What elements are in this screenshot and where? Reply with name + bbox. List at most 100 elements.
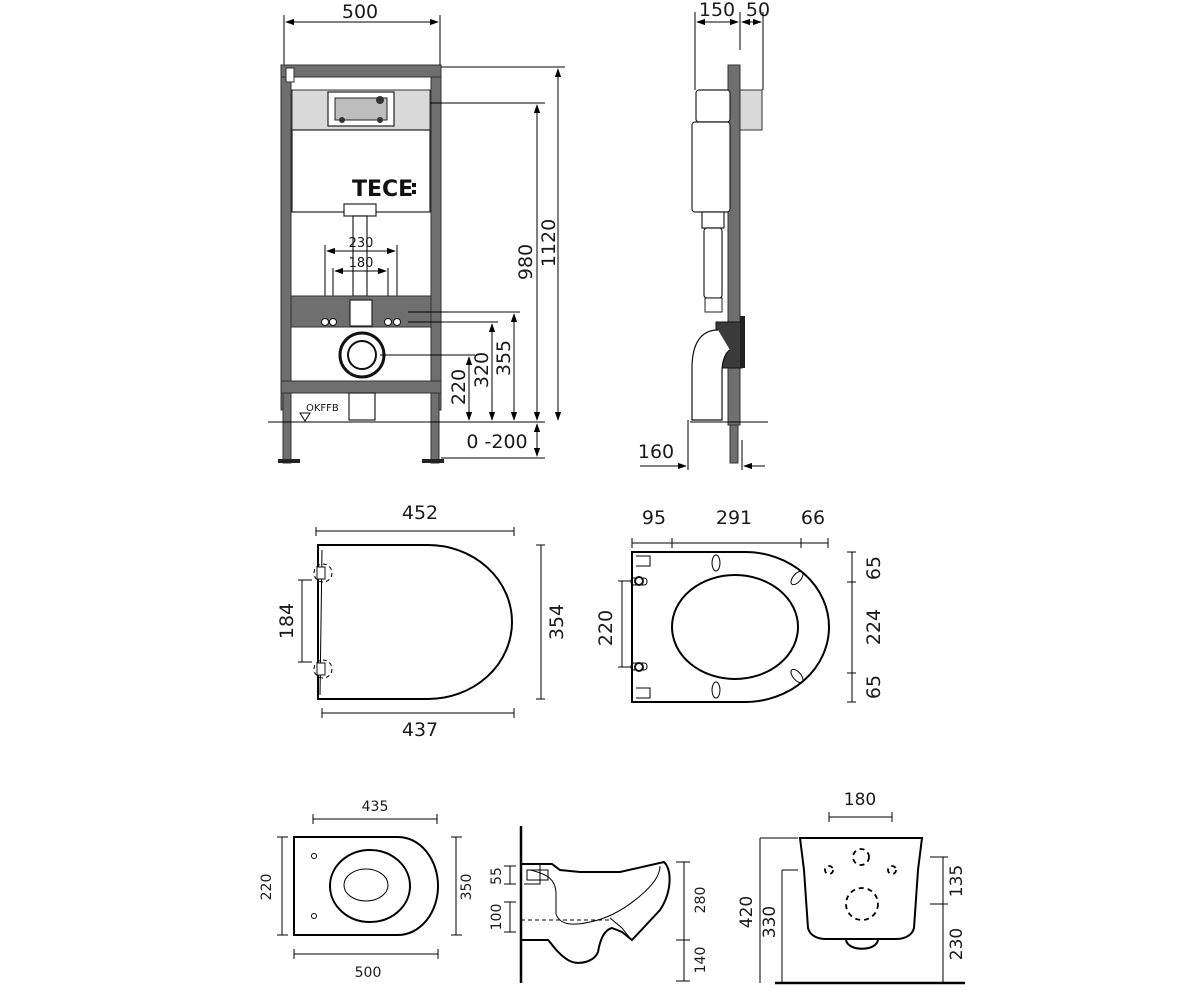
foot-plate [278, 459, 300, 463]
dim-500-bowl-label: 500 [355, 965, 382, 981]
front-view: 500 TECE 230 180 [268, 1, 565, 464]
dim-100-label: 100 [489, 904, 505, 931]
dim-135-label: 135 [947, 865, 967, 897]
brand-logo-dot [412, 183, 416, 187]
dim-65-bottom-label: 65 [863, 675, 885, 699]
dim-354-label: 354 [546, 604, 568, 640]
bolt-icon [393, 318, 401, 326]
actuator-screw-icon [339, 117, 345, 123]
actuator-screw-icon [377, 117, 383, 123]
side-view: 150 50 160 [638, 0, 770, 470]
dim-350-label: 350 [459, 874, 475, 901]
bolt-icon [384, 318, 392, 326]
bowl-top-basin [343, 868, 389, 902]
bowl-back-view: 180 420 330 135 230 [737, 790, 967, 985]
frame-top-rail [280, 64, 442, 78]
bumper-icon [790, 668, 804, 684]
side-connector [704, 297, 723, 313]
seat-top-outline [631, 551, 830, 703]
seat-top-view: 95 291 66 220 65 224 65 [595, 507, 885, 703]
side-cistern-valve [701, 211, 725, 229]
foot-plate [422, 459, 444, 463]
frame-right-upright [430, 64, 442, 411]
dim-55-label: 55 [489, 867, 505, 885]
cistern-body [291, 129, 431, 213]
bumper-icon [711, 554, 721, 572]
fixing-hole-icon [311, 853, 317, 859]
seat-opening [671, 574, 799, 680]
dim-280-label: 280 [693, 887, 709, 914]
side-flush-pipe [703, 227, 723, 299]
side-frame-foot [729, 424, 739, 464]
bowl-top-view: 435 220 350 500 [259, 799, 475, 981]
dim-184-label: 184 [276, 603, 298, 639]
dim-width-label: 500 [342, 1, 378, 23]
dim-220-label: 220 [448, 369, 470, 405]
frame-right-foot [430, 392, 440, 464]
hinge-icon [313, 563, 333, 583]
bowl-top-outline [293, 836, 439, 936]
brand-logo: TECE [352, 177, 413, 202]
bowl-section-outline [521, 860, 671, 964]
hinge-icon [313, 659, 333, 679]
brand-logo-dot [412, 190, 416, 194]
bowl-back-trap [845, 938, 879, 950]
frame-left-upright [280, 64, 292, 411]
flush-valve [343, 203, 377, 217]
fixing-hole-icon [311, 913, 317, 919]
bumper-icon [790, 570, 804, 586]
bowl-section-view: 55 100 280 140 [489, 826, 709, 983]
bowl-top-rim [329, 849, 411, 923]
dim-160-label: 160 [638, 441, 674, 463]
fixing-hole-icon [887, 865, 897, 875]
bolt-icon [321, 318, 329, 326]
side-actuator-box [739, 89, 763, 131]
dim-66-label: 66 [801, 507, 825, 529]
bolt-icon [329, 318, 337, 326]
floor-marker-icon [299, 412, 311, 422]
dim-65-top-label: 65 [863, 556, 885, 580]
floor-level-label: OKFFB [306, 403, 339, 414]
dim-1120-label: 1120 [538, 219, 560, 267]
drain-outlet-icon [845, 887, 879, 921]
dim-980-label: 980 [515, 244, 537, 280]
flush-inlet-section [526, 869, 549, 881]
dim-452-label: 452 [402, 502, 438, 524]
frame-left-foot [282, 392, 292, 464]
dim-435-label: 435 [362, 799, 389, 815]
flush-inlet-icon [852, 848, 870, 866]
seat-outline [317, 544, 513, 700]
actuator-mechanism [334, 97, 388, 121]
dim-230-label: 230 [349, 236, 374, 251]
hinge-hole-icon [634, 662, 644, 672]
dim-0-200-label: 0 -200 [466, 431, 527, 453]
dim-95-label: 95 [642, 507, 666, 529]
frame-bottom-rail [280, 380, 442, 394]
hinge-cap [316, 566, 326, 580]
dim-140-label: 140 [693, 947, 709, 974]
seat-side-view: 452 184 354 437 [276, 502, 568, 741]
fixing-hole-icon [824, 865, 834, 875]
dim-224-label: 224 [863, 609, 885, 645]
side-cistern-body [691, 121, 731, 213]
dim-220-seat-label: 220 [595, 610, 617, 646]
drain-pipe-stub [348, 392, 376, 421]
dim-220-bowl-label: 220 [259, 874, 275, 901]
dim-330-label: 330 [760, 906, 780, 938]
dim-320-label: 320 [471, 352, 493, 388]
dim-291-label: 291 [716, 507, 752, 529]
hinge-hole-icon [634, 576, 644, 586]
hinge-cap [316, 662, 326, 676]
dim-230-back-label: 230 [947, 928, 967, 960]
dim-437-label: 437 [402, 719, 438, 741]
dim-355-label: 355 [493, 340, 515, 376]
bowl-section-inner [529, 865, 661, 925]
frame-top-clip [285, 67, 295, 83]
side-bracket-plate [740, 316, 745, 368]
actuator-screw-icon [376, 96, 384, 104]
dim-180-label: 180 [349, 256, 374, 271]
dim-150-label: 150 [699, 0, 735, 21]
dim-180-back-label: 180 [844, 790, 876, 810]
dim-420-label: 420 [737, 896, 757, 928]
